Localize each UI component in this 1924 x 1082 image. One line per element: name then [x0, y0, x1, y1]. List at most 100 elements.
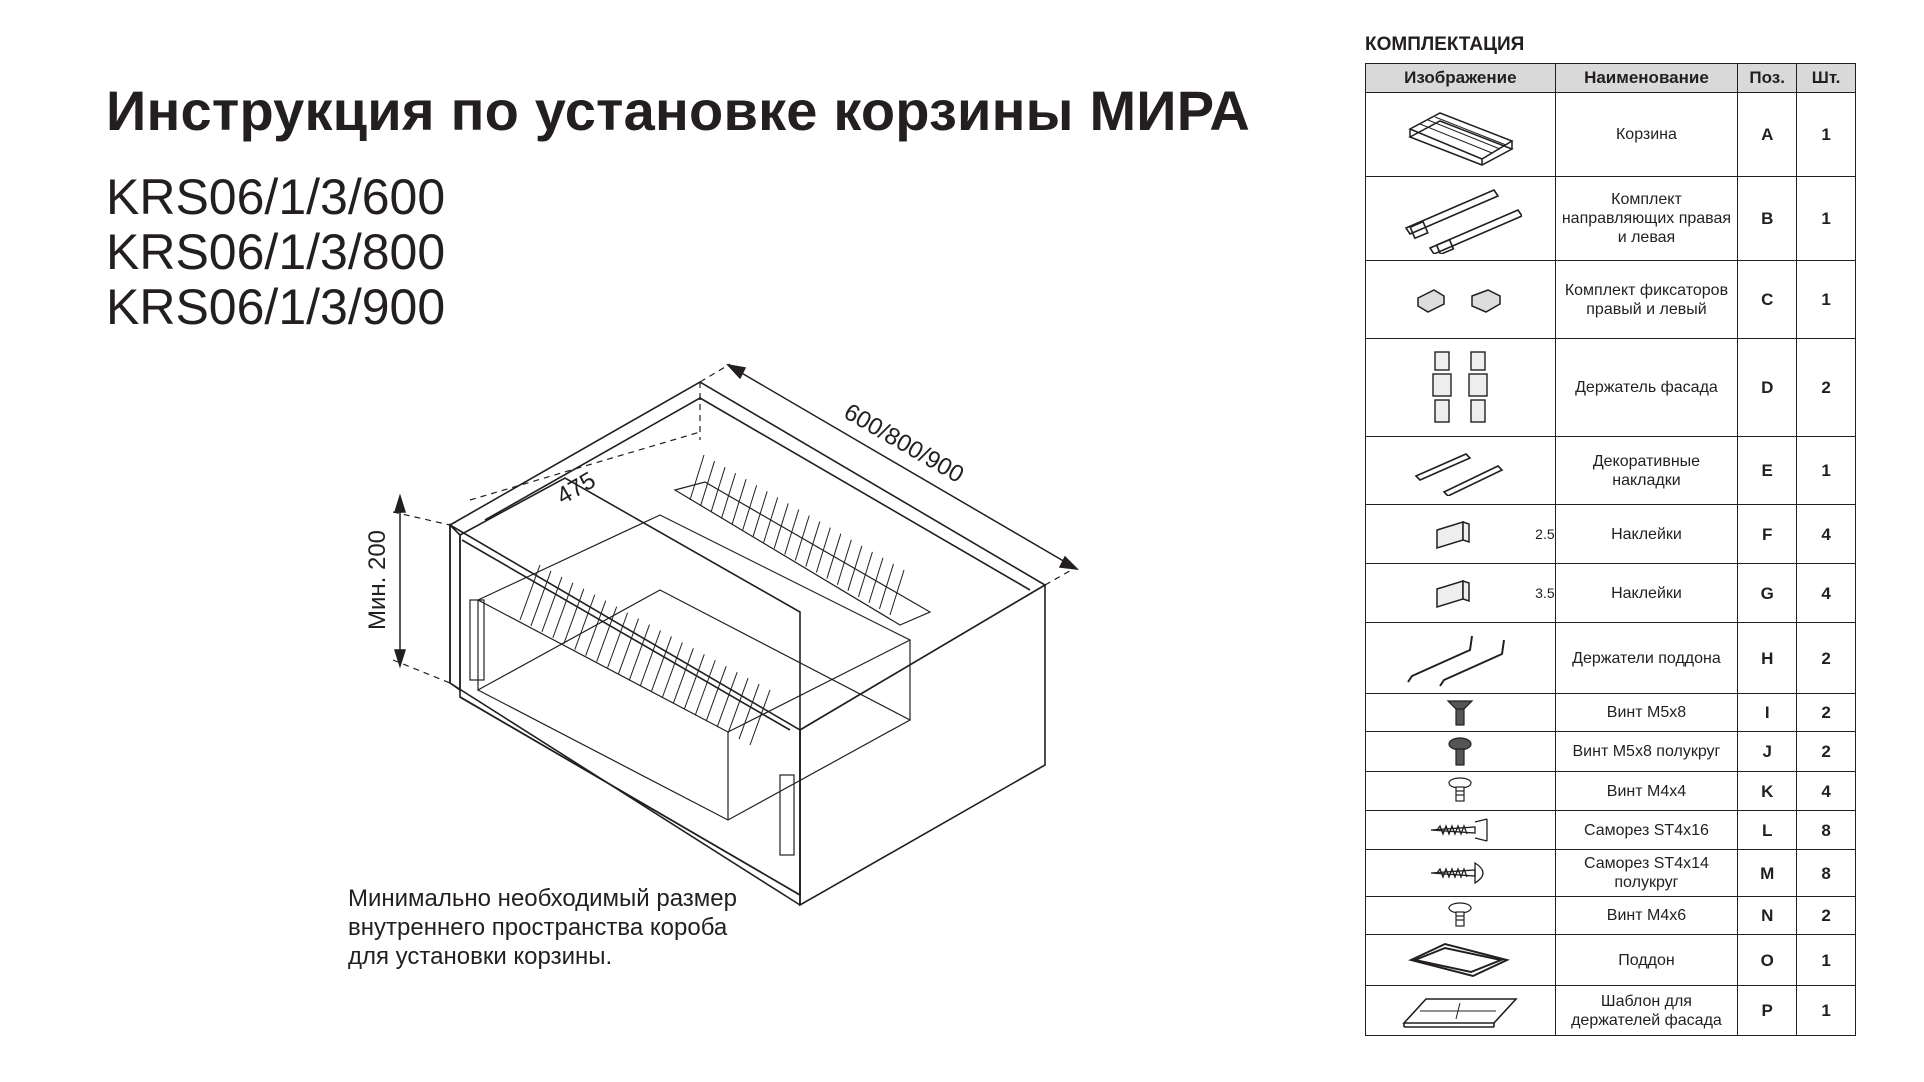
kit-item-quantity: 1 — [1796, 436, 1856, 505]
basket-wire — [519, 564, 541, 621]
model-list: KRS06/1/3/600 KRS06/1/3/800 KRS06/1/3/90… — [106, 170, 445, 335]
basket-wire — [683, 654, 705, 710]
basket-wire — [694, 660, 716, 716]
flat-screw-icon — [1446, 699, 1474, 726]
basket-wire — [629, 624, 650, 680]
basket-wire — [847, 545, 863, 591]
model-code: KRS06/1/3/800 — [106, 224, 446, 280]
kit-item-quantity: 2 — [1796, 896, 1856, 935]
kit-item-name: Саморез ST4x16 — [1554, 810, 1739, 850]
kit-item-name: Шаблон для держателей фасада — [1554, 985, 1739, 1036]
basket-wire — [868, 557, 884, 604]
kit-item-quantity: 2 — [1796, 693, 1856, 732]
basket-wire — [815, 527, 831, 573]
basket-wire — [784, 509, 800, 555]
kit-item-image — [1365, 622, 1556, 694]
kit-item-position: E — [1737, 436, 1798, 505]
kit-item-position: I — [1737, 693, 1798, 732]
basket-wire — [672, 648, 694, 704]
basket-wire — [585, 600, 607, 656]
kit-item-image — [1365, 92, 1556, 177]
kit-item-quantity: 8 — [1796, 810, 1856, 850]
kit-item-name: Поддон — [1554, 934, 1739, 986]
sticker-size-label: 2.5 — [1535, 525, 1555, 542]
kit-item-position: A — [1737, 92, 1798, 177]
basket-wire — [640, 630, 661, 686]
header-image: Изображение — [1365, 63, 1556, 93]
header-pos: Поз. — [1737, 63, 1798, 93]
kit-item-name: Наклейки — [1554, 563, 1739, 623]
basket-wire — [530, 570, 552, 627]
basket-wire — [878, 563, 894, 610]
kit-item-name: Саморез ST4x14 полукруг — [1554, 849, 1739, 897]
basket-icon — [1408, 111, 1515, 166]
basket-wire — [705, 666, 727, 722]
template-icon — [1402, 997, 1519, 1028]
round-screw-icon — [1448, 736, 1472, 766]
basket-wire — [618, 618, 640, 674]
tray-icon — [1408, 942, 1511, 978]
basket-wire — [749, 689, 771, 746]
sticker-icon — [1435, 579, 1470, 609]
kit-item-quantity: 2 — [1796, 731, 1856, 772]
basket-wire — [742, 485, 758, 531]
kit-item-position: C — [1737, 260, 1798, 339]
kit-item-image — [1365, 810, 1556, 850]
kit-item-image — [1365, 849, 1556, 897]
cabinet-diagram: 600/800/900 475 Мин. 200 — [364, 363, 1080, 907]
kit-item-quantity: 1 — [1796, 176, 1856, 261]
kit-item-image — [1365, 176, 1556, 261]
height-dimension: Мин. 200 — [364, 530, 391, 630]
wood-screw-round-icon — [1431, 861, 1484, 885]
kit-item-name: Винт М4х6 — [1554, 896, 1739, 935]
basket-wire — [752, 491, 768, 537]
basket-wire — [716, 671, 738, 728]
basket-wire — [700, 460, 716, 507]
kit-item-quantity: 8 — [1796, 849, 1856, 897]
basket-wire — [731, 479, 747, 525]
basket-wire — [596, 606, 618, 662]
kit-item-image — [1365, 731, 1556, 772]
kit-title: КОМПЛЕКТАЦИЯ — [1365, 34, 1525, 55]
basket-wire — [805, 521, 821, 567]
basket-wire — [710, 466, 726, 513]
kit-item-position: P — [1737, 985, 1798, 1036]
latches-icon — [1417, 288, 1502, 313]
basket-wire — [607, 612, 629, 668]
basket-wire — [721, 473, 737, 519]
wood-screw-icon — [1431, 818, 1488, 842]
kit-item-position: D — [1737, 338, 1798, 437]
basket-wire — [689, 454, 705, 501]
small-screw-icon — [1448, 901, 1472, 927]
kit-item-position: O — [1737, 934, 1798, 986]
basket-wire — [727, 677, 749, 734]
diagram-caption: Минимально необходимый размер внутреннег… — [348, 885, 737, 970]
basket-wire — [857, 551, 873, 597]
basket-wire — [552, 582, 574, 639]
kit-item-image — [1365, 693, 1556, 732]
rails-icon — [1405, 188, 1523, 254]
kit-item-name: Корзина — [1554, 92, 1739, 177]
model-code: KRS06/1/3/900 — [106, 279, 446, 335]
kit-item-position: M — [1737, 849, 1798, 897]
kit-item-name: Комплект направляющих правая и левая — [1554, 176, 1739, 261]
basket-wire — [826, 533, 842, 579]
kit-item-position: B — [1737, 176, 1798, 261]
basket-wire — [563, 588, 585, 644]
kit-item-position: H — [1737, 622, 1798, 694]
kit-item-image: 2.5 — [1365, 504, 1556, 564]
kit-item-quantity: 1 — [1796, 92, 1856, 177]
kit-item-position: F — [1737, 504, 1798, 564]
